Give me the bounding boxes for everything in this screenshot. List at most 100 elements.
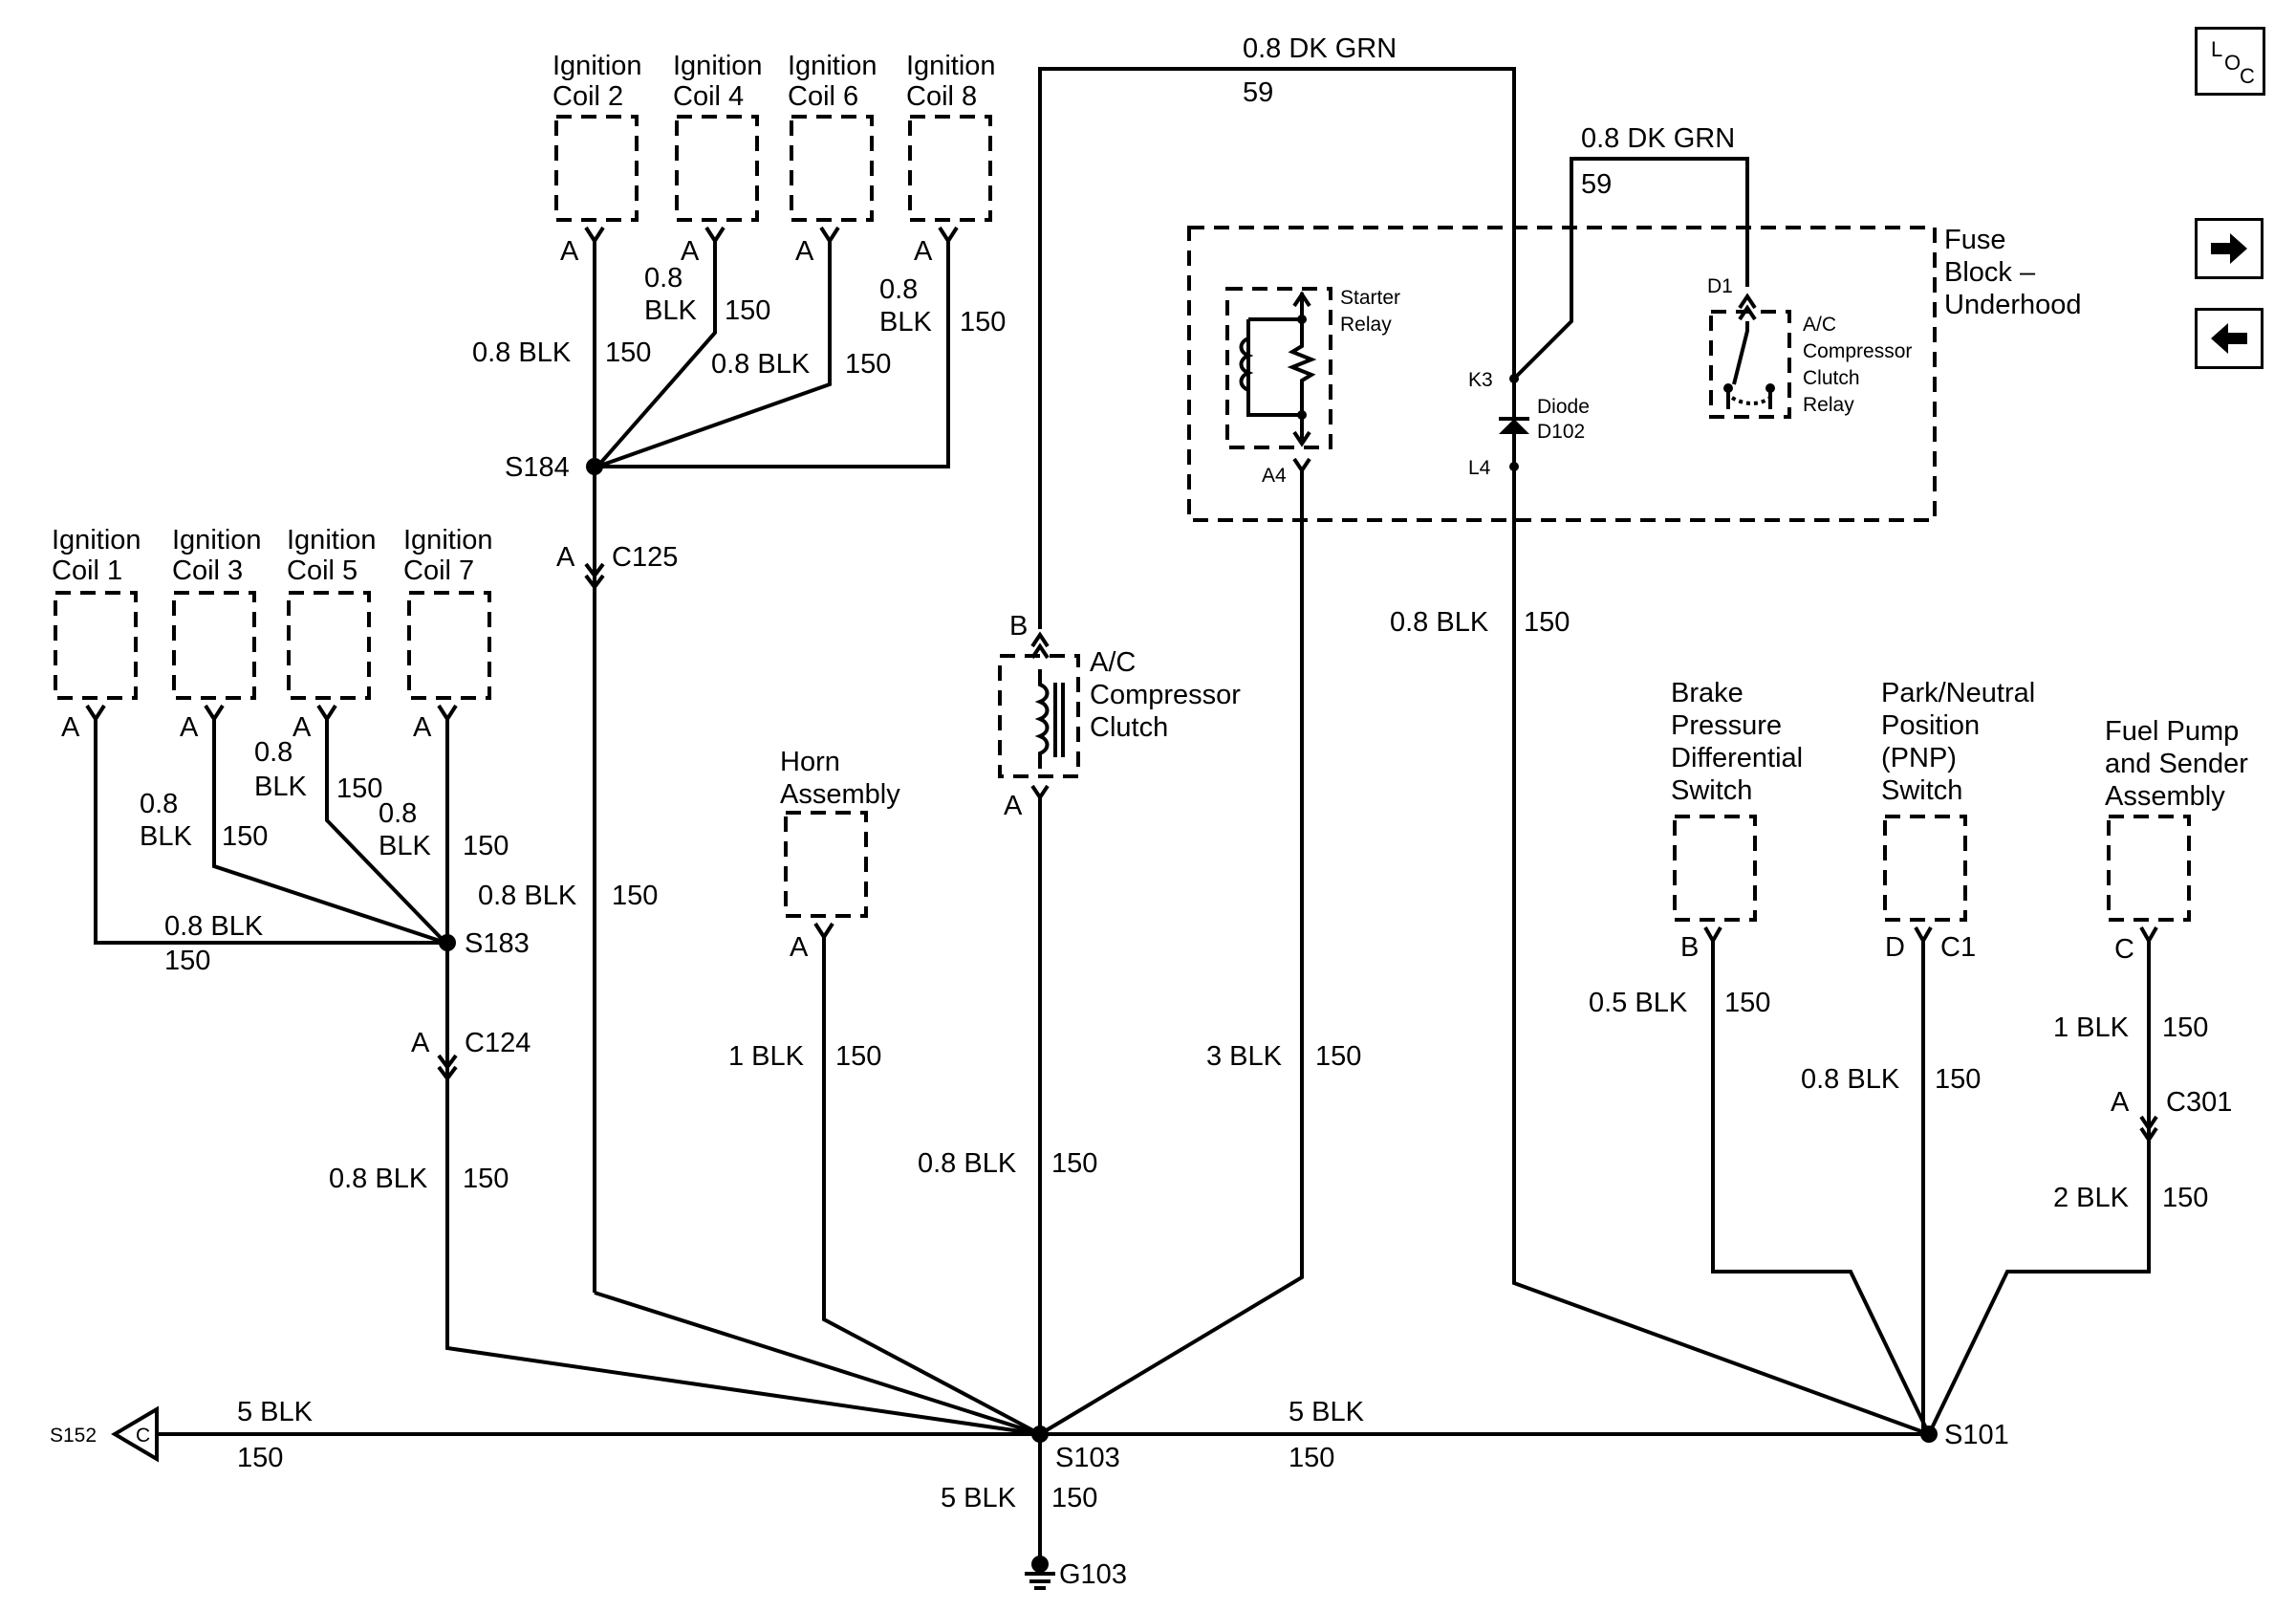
- svg-text:A: A: [292, 712, 312, 743]
- svg-text:150: 150: [612, 881, 658, 911]
- svg-text:0.8: 0.8: [879, 274, 918, 305]
- svg-text:0.8 BLK: 0.8 BLK: [478, 881, 577, 911]
- svg-text:150: 150: [845, 349, 891, 380]
- svg-text:0.8 BLK: 0.8 BLK: [164, 911, 264, 942]
- svg-text:BLK: BLK: [140, 821, 192, 852]
- ignition-coil-8: Ignition Coil 8 A: [906, 51, 996, 267]
- svg-text:Ignition: Ignition: [287, 525, 377, 555]
- svg-text:150: 150: [605, 337, 651, 368]
- svg-text:A: A: [790, 932, 809, 963]
- ignition-coil-5: Ignition Coil 5 A: [287, 525, 377, 743]
- svg-text:C: C: [2114, 934, 2134, 965]
- svg-text:3 BLK: 3 BLK: [1206, 1041, 1283, 1072]
- svg-text:K3: K3: [1468, 369, 1493, 391]
- svg-text:59: 59: [1581, 169, 1612, 200]
- svg-text:Fuse: Fuse: [1944, 225, 2005, 255]
- ignition-coil-3: Ignition Coil 3 A: [172, 525, 262, 743]
- fuse-block-underhood: Fuse Block – Underhood: [1187, 225, 2082, 522]
- svg-text:D: D: [1885, 932, 1905, 963]
- svg-text:5 BLK: 5 BLK: [941, 1483, 1017, 1513]
- svg-text:150: 150: [2162, 1183, 2208, 1213]
- svg-text:0.8 BLK: 0.8 BLK: [472, 337, 572, 368]
- svg-text:A: A: [2111, 1087, 2130, 1118]
- svg-text:150: 150: [1051, 1148, 1097, 1179]
- svg-text:Coil 2: Coil 2: [552, 81, 623, 112]
- svg-text:BLK: BLK: [254, 772, 307, 802]
- svg-text:BLK: BLK: [644, 295, 697, 326]
- horn-assembly: Horn Assembly A: [780, 747, 900, 963]
- svg-text:Ignition: Ignition: [172, 525, 262, 555]
- svg-text:A: A: [180, 712, 199, 743]
- svg-text:A: A: [61, 712, 80, 743]
- svg-text:A: A: [914, 236, 933, 267]
- svg-text:150: 150: [1289, 1443, 1334, 1473]
- next-page-button[interactable]: [2195, 218, 2264, 279]
- svg-text:Position: Position: [1881, 710, 1980, 741]
- svg-text:(PNP): (PNP): [1881, 743, 1957, 773]
- svg-text:0.8 DK GRN: 0.8 DK GRN: [1581, 123, 1735, 154]
- svg-text:Ignition: Ignition: [52, 525, 141, 555]
- ac-compressor-clutch: B A A/C Compressor Clutch: [998, 611, 1241, 821]
- svg-text:0.8 DK GRN: 0.8 DK GRN: [1243, 33, 1397, 64]
- previous-page-button[interactable]: [2195, 308, 2264, 369]
- svg-text:B: B: [1680, 932, 1699, 963]
- svg-text:150: 150: [463, 831, 509, 861]
- svg-text:Coil 6: Coil 6: [788, 81, 858, 112]
- svg-text:Coil 5: Coil 5: [287, 555, 357, 586]
- ignition-coil-7: Ignition Coil 7 A: [403, 525, 493, 743]
- svg-text:150: 150: [1051, 1483, 1097, 1513]
- svg-text:Pressure: Pressure: [1671, 710, 1782, 741]
- svg-text:150: 150: [222, 821, 268, 852]
- svg-text:A/C: A/C: [1090, 647, 1136, 678]
- svg-text:C1: C1: [1940, 932, 1976, 963]
- svg-text:Switch: Switch: [1881, 775, 1962, 806]
- arrow-right-icon: [2211, 233, 2247, 264]
- svg-text:Coil 1: Coil 1: [52, 555, 122, 586]
- svg-text:Clutch: Clutch: [1090, 712, 1168, 743]
- svg-text:Coil 4: Coil 4: [673, 81, 744, 112]
- s152-connector: C S152: [50, 1405, 159, 1463]
- svg-text:Ignition: Ignition: [403, 525, 493, 555]
- svg-text:and Sender: and Sender: [2105, 749, 2248, 779]
- svg-text:150: 150: [1724, 988, 1770, 1018]
- svg-text:Coil 8: Coil 8: [906, 81, 977, 112]
- svg-text:C125: C125: [612, 542, 678, 573]
- svg-text:150: 150: [2162, 1012, 2208, 1043]
- svg-text:0.8 BLK: 0.8 BLK: [1390, 607, 1489, 638]
- svg-text:A: A: [1004, 791, 1023, 821]
- splice-s101-label: S101: [1944, 1420, 2009, 1450]
- svg-text:Coil 3: Coil 3: [172, 555, 243, 586]
- svg-text:Ignition: Ignition: [552, 51, 642, 81]
- svg-text:59: 59: [1243, 77, 1273, 108]
- ignition-coil-4: Ignition Coil 4 A: [673, 51, 763, 267]
- svg-text:0.8 BLK: 0.8 BLK: [1801, 1064, 1900, 1095]
- svg-text:A: A: [681, 236, 700, 267]
- svg-text:Clutch: Clutch: [1803, 367, 1860, 389]
- svg-text:0.8: 0.8: [644, 263, 682, 294]
- svg-text:Compressor: Compressor: [1803, 340, 1912, 362]
- svg-text:Assembly: Assembly: [780, 779, 900, 810]
- svg-text:Relay: Relay: [1803, 394, 1854, 416]
- svg-text:150: 150: [1935, 1064, 1981, 1095]
- arrow-left-icon: [2211, 323, 2247, 354]
- svg-text:BLK: BLK: [879, 307, 932, 337]
- svg-text:S152: S152: [50, 1425, 97, 1447]
- svg-text:0.8: 0.8: [140, 789, 178, 819]
- svg-text:Compressor: Compressor: [1090, 680, 1241, 710]
- splice-s183-label: S183: [465, 928, 530, 959]
- splice-s103-label: S103: [1055, 1443, 1120, 1473]
- svg-text:5 BLK: 5 BLK: [1289, 1397, 1365, 1427]
- svg-text:Brake: Brake: [1671, 678, 1744, 708]
- location-view-button[interactable]: L O C: [2195, 27, 2265, 96]
- svg-text:L4: L4: [1468, 457, 1491, 479]
- svg-text:A4: A4: [1262, 465, 1287, 487]
- svg-text:Block –: Block –: [1944, 257, 2036, 288]
- svg-text:150: 150: [1524, 607, 1570, 638]
- svg-text:150: 150: [463, 1164, 509, 1194]
- svg-text:Starter: Starter: [1340, 287, 1400, 309]
- ac-compressor-clutch-relay: D1 A/C Compressor Clutch Relay: [1707, 275, 1912, 419]
- svg-text:A: A: [413, 712, 432, 743]
- svg-text:0.8: 0.8: [254, 737, 292, 768]
- svg-text:150: 150: [725, 295, 770, 326]
